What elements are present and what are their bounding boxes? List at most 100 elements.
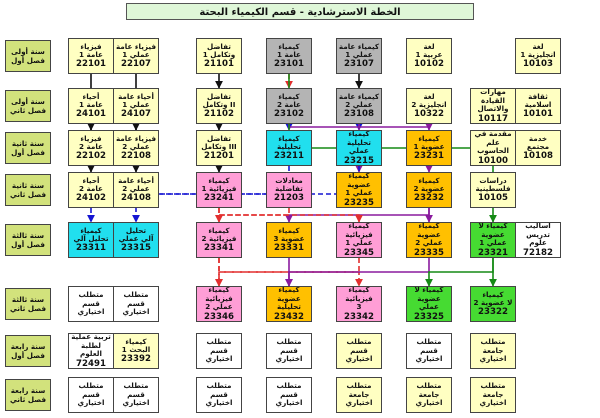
course-title-line: اختياري [345, 398, 373, 408]
course-title-line: اسلامية [524, 100, 552, 109]
course-title-line: فيزياء [80, 133, 102, 143]
course-title-line: اختياري [205, 398, 233, 408]
course-title-line: كيمياء [278, 41, 300, 51]
course-title-line: متطلب [123, 290, 149, 300]
course-title-line: قسم [280, 389, 298, 399]
course-title-line: قسم [420, 345, 438, 355]
course-title-line: كيمياء لا عضوية [414, 286, 444, 303]
course-title-line: فيزيائية 1 [201, 184, 237, 193]
course-code: 21203 [274, 193, 304, 204]
course-title-line: كيمياء [278, 225, 300, 235]
course-title-line: عملي 1 [122, 50, 150, 59]
course-title-line: عملي 2 [345, 100, 373, 109]
course-title-line: تحليلية [277, 302, 301, 312]
course-title-line: انجليزية 2 [411, 100, 447, 109]
course-title-line: مقدمة في [474, 130, 512, 139]
course-code: 23325 [414, 311, 444, 322]
course-title-line: متطلب [480, 337, 506, 347]
semester-term: فصل أول [11, 240, 45, 249]
course-code: 23102 [274, 109, 304, 120]
course-title-line: لطلبة العلوم [80, 340, 102, 359]
course-title-line: عملي 1 [345, 188, 373, 198]
course-code: 23315 [121, 243, 151, 254]
course-code: 21201 [204, 151, 234, 162]
course-title-line: لغة [532, 41, 544, 51]
course-title-line: كيمياء [418, 175, 440, 185]
semester-term: فصل ثاني [9, 395, 47, 404]
semester-year: سنة أولى [11, 97, 45, 106]
course-title-line: اختياري [345, 354, 373, 364]
course-code: 23231 [414, 151, 444, 162]
course-title-line: متطلب [123, 381, 149, 391]
semester-term: فصل أول [11, 351, 45, 360]
semester-year: سنة رابعة [10, 386, 46, 395]
course-code: 23341 [204, 243, 234, 254]
course-title-line: كيمياء عضوية [347, 172, 371, 189]
semester-term: فصل ثاني [9, 106, 47, 115]
course-title-line: اختياري [205, 354, 233, 364]
semester-term: فصل ثاني [9, 304, 47, 313]
course-title-line: آلي عملي [118, 234, 154, 243]
course-title-line: اختياري [415, 354, 443, 364]
course-title-line: أحياء [82, 91, 100, 101]
semester-term: فصل ثاني [9, 190, 47, 199]
course-title-line: عملي 2 [122, 184, 150, 193]
course-title-line: اختياري [77, 307, 105, 317]
course-title-line: تفاضلية [275, 184, 303, 193]
course-title-line: عامة 1 [79, 100, 103, 109]
course-code: 24102 [76, 193, 106, 204]
course-title-line: متطلب [78, 381, 104, 391]
course-code: 22102 [76, 151, 106, 162]
course-code: 23235 [344, 197, 374, 208]
course-title-line: عضوية 3 [273, 234, 305, 243]
course-title-line: كيمياء عامة [338, 91, 380, 101]
course-code: 72491 [76, 358, 106, 369]
semester-term: فصل أول [11, 56, 45, 65]
course-code: 23345 [344, 247, 374, 258]
course-code: 10105 [478, 193, 508, 204]
course-title-line: اختياري [479, 398, 507, 408]
course-title-line: جامعة [348, 389, 370, 399]
course-title-line: فيزيائية 2 [201, 234, 237, 243]
semester-year: سنة ثانية [11, 139, 45, 148]
course-title-line: تفاضل [207, 41, 231, 51]
semester-term: فصل أول [11, 148, 45, 157]
course-title-line: كيمياء لا عضوية [478, 222, 508, 239]
course-code: 23342 [344, 311, 374, 322]
course-code: 22108 [121, 151, 151, 162]
course-title-line: متطلب [276, 337, 302, 347]
course-title-line: وتكامل II [202, 100, 236, 109]
course-code: 72182 [523, 247, 553, 258]
course-title-line: أحياء عامة [118, 91, 154, 101]
course-title-line: عملي 1 [345, 238, 373, 248]
course-title-line: خدمة [528, 133, 548, 143]
course-title-line: متطلب [346, 337, 372, 347]
course-title-line: عامة 2 [277, 100, 301, 109]
course-title-line: قسم [350, 345, 368, 355]
course-code: 22101 [76, 59, 106, 70]
course-code: 10100 [478, 155, 508, 166]
course-title-line: عضوية 1 [413, 142, 445, 151]
